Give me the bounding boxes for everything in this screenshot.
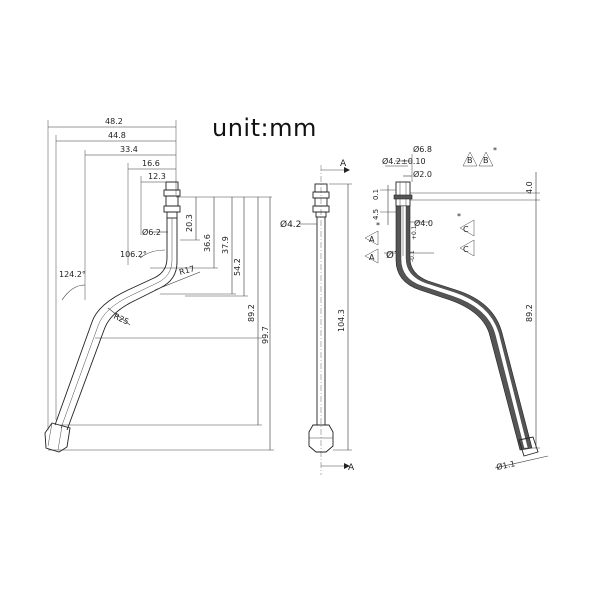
small-dim-0-1: 0.1 xyxy=(372,189,380,200)
radius-r25: R25 xyxy=(112,312,130,327)
section-diameter-4-2-tol: Ø4.2±0.10 xyxy=(382,156,426,166)
datum-a-2: A xyxy=(369,253,375,262)
section-diameter-6-8: Ø6.8 xyxy=(413,144,432,154)
datum-a-1: A xyxy=(369,235,375,244)
front-length-104-3: 104.3 xyxy=(337,309,346,332)
right-dim-4-0: 4.0 xyxy=(525,181,534,194)
angle-124-2: 124.2° xyxy=(59,270,86,279)
section-mark-bottom: A xyxy=(348,463,355,473)
tol-upper: +0.1 xyxy=(411,225,418,240)
hdim-33-4: 33.4 xyxy=(120,145,138,154)
front-view: A A Ø4.2 104.3 xyxy=(280,159,355,475)
section-mark-top: A xyxy=(340,159,347,169)
vdim-20-3: 20.3 xyxy=(185,214,194,232)
vertical-dimensions: 20.3 36.6 37.9 54.2 89.2 99.7 xyxy=(48,196,274,451)
vdim-36-6: 36.6 xyxy=(203,234,212,252)
vdim-89-2: 89.2 xyxy=(247,304,256,322)
datum-b-2: B xyxy=(483,156,489,165)
side-view: 48.2 44.8 33.4 16.6 12.3 20.3 36.6 37.9 xyxy=(44,117,274,453)
bent-tube xyxy=(44,181,181,453)
angle-106-2: 106.2° xyxy=(120,250,147,259)
section-diameter-4-0: Ø4.0 xyxy=(414,218,433,228)
diameter-6-2: Ø6.2 xyxy=(142,227,161,237)
front-diameter-4-2: Ø4.2 xyxy=(280,219,301,230)
unit-title: unit:mm xyxy=(212,114,317,142)
asterisk-c: * xyxy=(457,212,461,221)
hdim-48-2: 48.2 xyxy=(105,117,123,126)
right-dim-89-2: 89.2 xyxy=(525,304,534,322)
hdim-44-8: 44.8 xyxy=(108,131,126,140)
vdim-99-7: 99.7 xyxy=(261,326,270,344)
small-dim-4-5: 4.5 xyxy=(372,209,380,220)
asterisk-b: * xyxy=(493,146,497,155)
datum-c-1: C xyxy=(463,225,469,234)
asterisk-a: * xyxy=(376,221,380,230)
datum-c-2: C xyxy=(463,245,469,254)
hdim-12-3: 12.3 xyxy=(148,172,166,181)
bottom-diameter-1-1: Ø1.1 xyxy=(495,458,516,472)
vdim-37-9: 37.9 xyxy=(221,236,230,254)
section-view: Ø6.8 Ø4.2±0.10 Ø2.0 B B * 0.1 4.5 A A * … xyxy=(364,144,549,472)
section-diameter-2-0: Ø2.0 xyxy=(413,169,432,179)
tol-lower: -0.1 xyxy=(409,250,416,262)
hdim-16-6: 16.6 xyxy=(142,159,160,168)
vdim-54-2: 54.2 xyxy=(233,258,242,276)
radius-r17: R17 xyxy=(178,264,196,277)
horizontal-dimensions: 48.2 44.8 33.4 16.6 12.3 xyxy=(47,117,177,430)
datum-b-1: B xyxy=(467,156,473,165)
